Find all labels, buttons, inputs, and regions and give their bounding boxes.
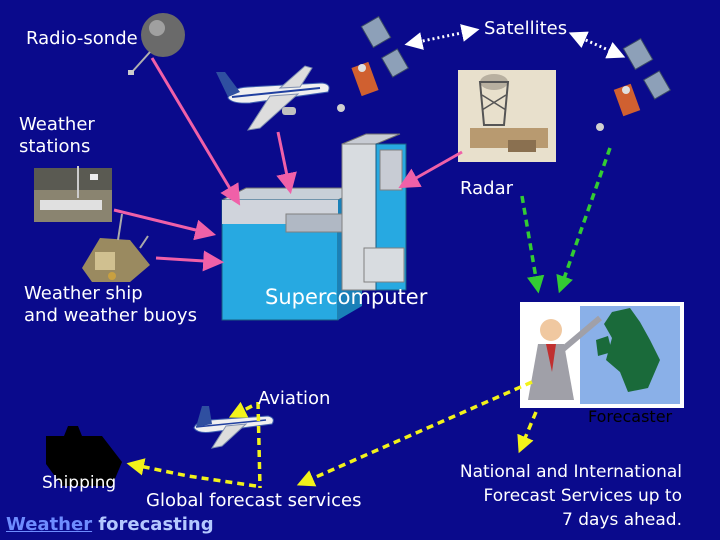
arrow-radar-to-forecaster	[520, 195, 545, 294]
arrow-ship-to-supercomputer	[155, 250, 225, 272]
arrow-to-shipping	[126, 458, 257, 488]
global-services-label: Global forecast services	[146, 490, 362, 511]
radiosonde-label: Radio-sonde	[26, 28, 138, 49]
airplane-icon	[193, 406, 274, 449]
aviation-label: Aviation	[258, 388, 331, 409]
arrow-stations-to-supercomputer	[113, 208, 217, 241]
input-arrows	[113, 57, 463, 272]
arrow-satellite-link	[568, 31, 626, 59]
radar-label: Radar	[460, 178, 513, 199]
shipping-label: Shipping	[42, 473, 117, 493]
arrow-radar-to-supercomputer	[398, 150, 463, 189]
caption: Weather forecasting	[6, 514, 214, 535]
forecaster-label: Forecaster	[588, 407, 673, 426]
caption-accent: Weather	[6, 514, 93, 535]
satellite-icon	[337, 15, 409, 112]
satellite-icon	[596, 37, 671, 131]
caption-rest: forecasting	[92, 514, 214, 535]
radar-icon	[458, 70, 556, 162]
distribution-arrows	[126, 380, 538, 489]
weather-ship-label: Weather ship and weather buoys	[24, 283, 197, 326]
ship-icon	[46, 426, 122, 486]
balloon-icon	[128, 13, 185, 75]
airplane-icon	[216, 65, 330, 131]
weather-stations-label: Weather stations	[19, 114, 95, 157]
arrow-satellite-link	[404, 24, 480, 50]
arrow-aircraft-to-supercomputer	[276, 131, 297, 195]
supercomputer-icon	[221, 133, 407, 321]
forecaster-map-icon	[520, 302, 684, 408]
satellites-label: Satellites	[484, 18, 568, 39]
line-aviation-to-global	[256, 401, 262, 489]
arrow-forecaster-to-national	[517, 411, 538, 454]
national-services-label: National and International Forecast Serv…	[459, 462, 682, 530]
arrow-radiosonde-to-supercomputer	[150, 57, 241, 206]
buoy-icon	[82, 213, 150, 282]
arrow-forecaster-to-global	[296, 380, 533, 487]
weather-station-icon	[34, 166, 112, 222]
arrow-to-aviation	[228, 401, 253, 418]
arrow-satellite-to-forecaster	[556, 147, 612, 294]
supercomputer-label: Supercomputer	[265, 285, 428, 309]
